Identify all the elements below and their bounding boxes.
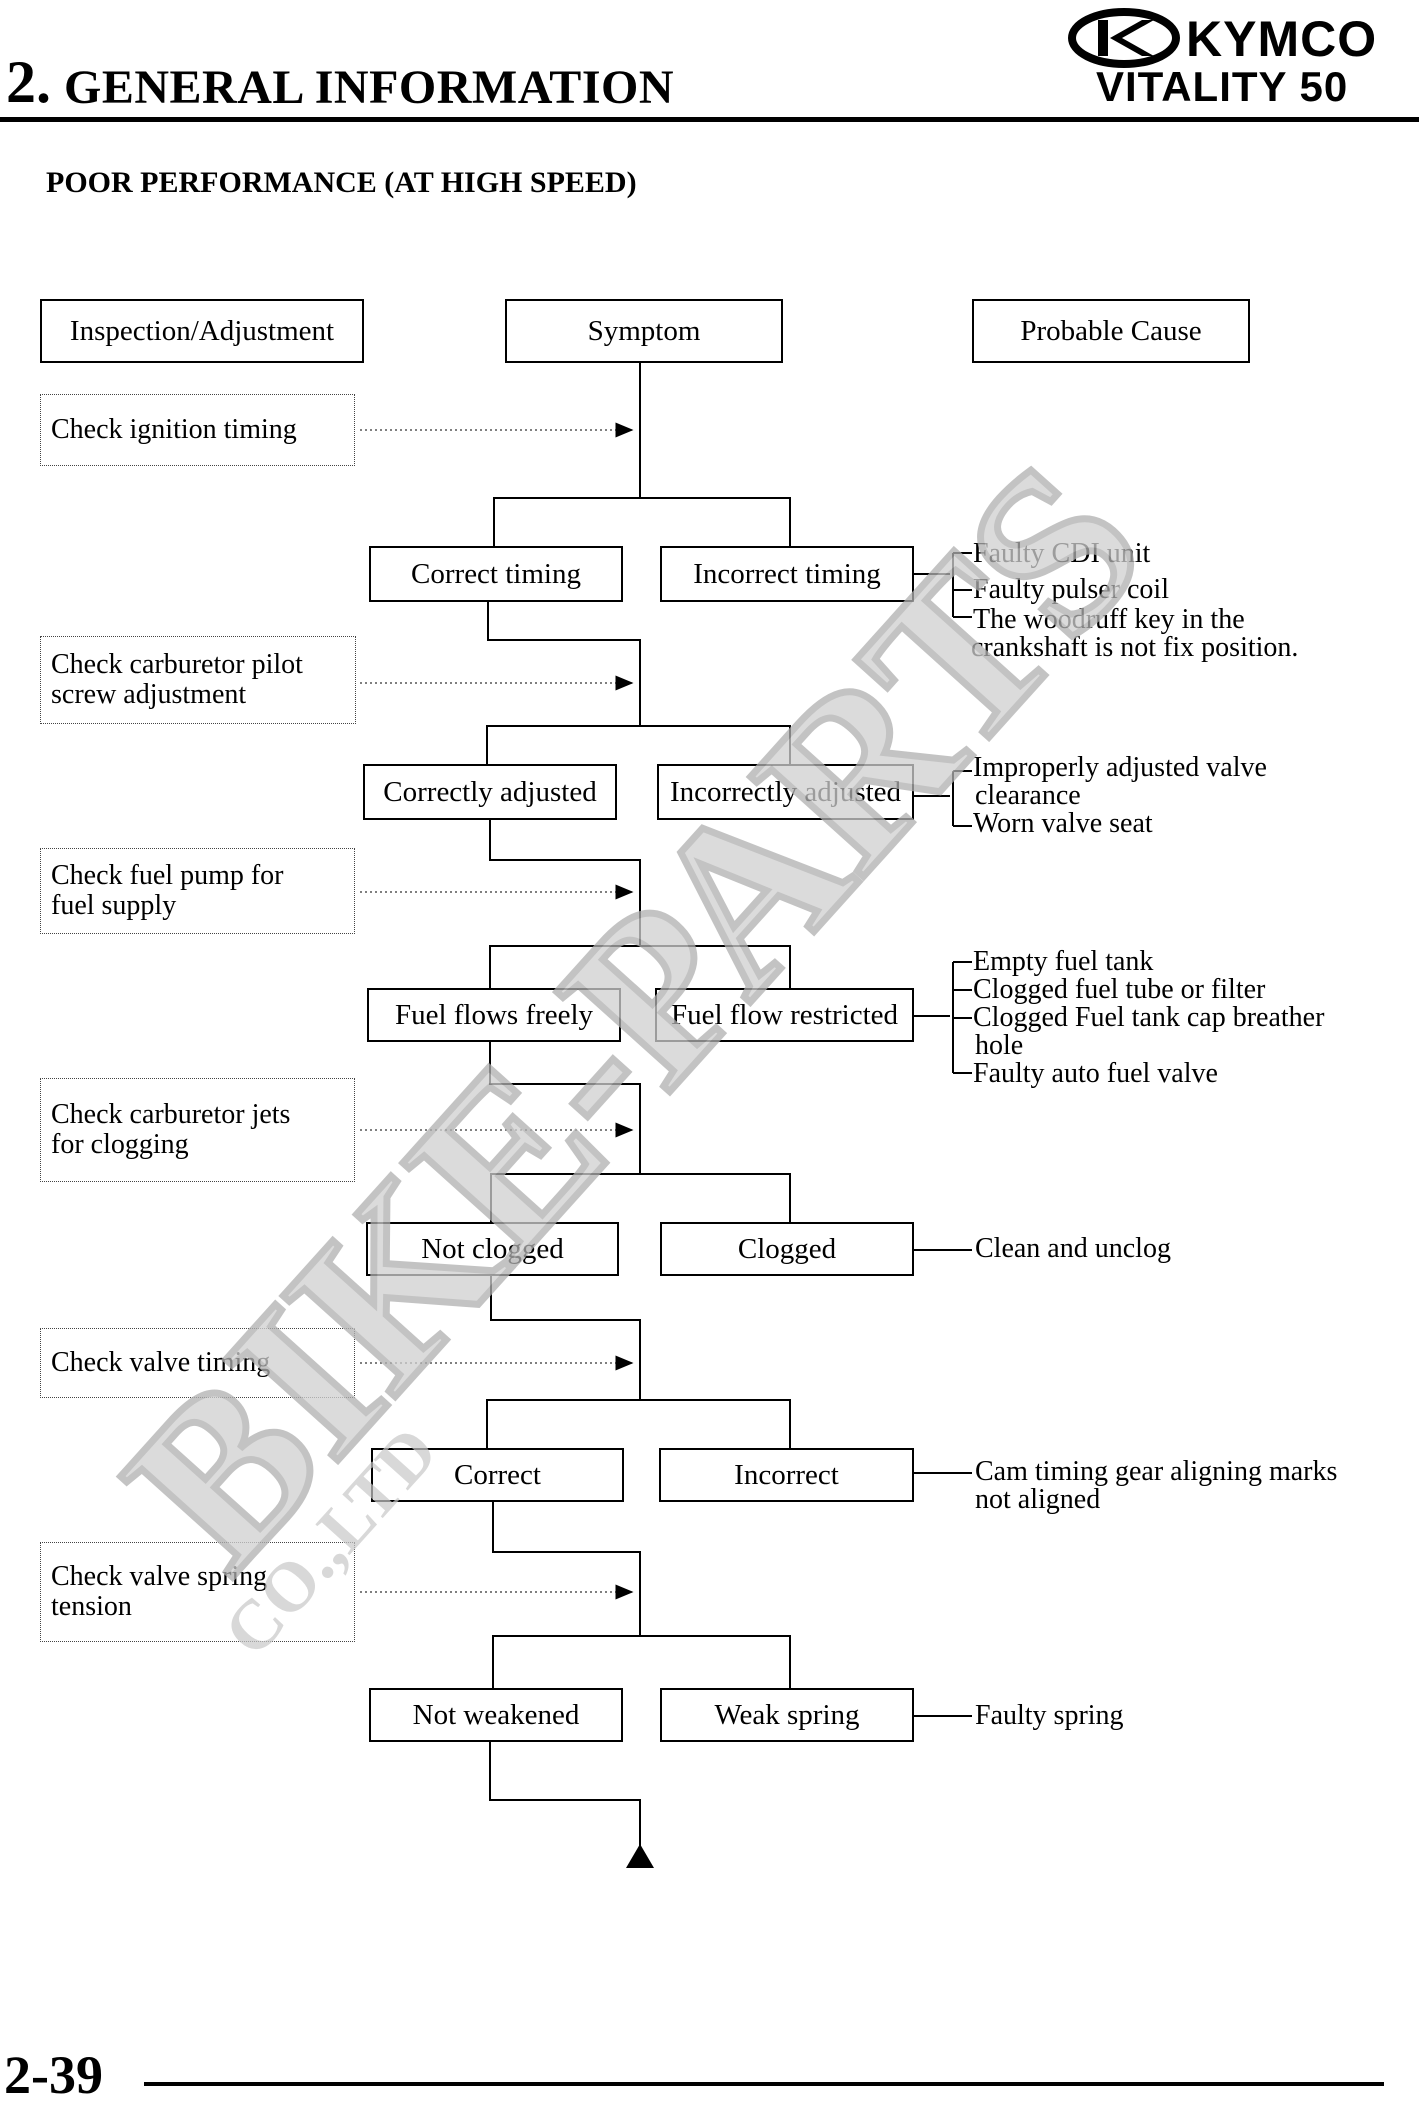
cause-item: Cam timing gear aligning marks [975, 1456, 1338, 1487]
page-number: 2-39 [4, 2045, 103, 2105]
model-name: VITALITY 50 [1096, 63, 1349, 110]
cause-item: crankshaft is not fix position. [971, 632, 1299, 663]
symptom-incorrect-timing: Incorrect timing [660, 546, 914, 602]
flow-lines [486, 362, 972, 1850]
symptom-correct-timing: Correct timing [369, 546, 623, 602]
section-title: POOR PERFORMANCE (AT HIGH SPEED) [46, 166, 637, 199]
cause-item: clearance [975, 780, 1081, 811]
cause-item: Worn valve seat [973, 808, 1153, 839]
column-header-cause: Probable Cause [972, 299, 1250, 363]
chapter-number: 2. [6, 49, 51, 115]
symptom-fuel-flows-freely: Fuel flows freely [367, 988, 621, 1042]
check-ignition-timing: Check ignition timing [40, 394, 355, 466]
cause-item: Faulty auto fuel valve [973, 1058, 1218, 1089]
symptom-incorrect: Incorrect [659, 1448, 914, 1502]
symptom-correctly-adjusted: Correctly adjusted [363, 764, 617, 820]
symptom-incorrectly-adjusted: Incorrectly adjusted [657, 764, 914, 820]
check-carburetor-pilot-screw: Check carburetor pilot screw adjustment [40, 636, 356, 724]
cause-item: The woodruff key in the [973, 604, 1245, 635]
check-valve-timing: Check valve timing [40, 1328, 355, 1398]
symptom-clogged: Clogged [660, 1222, 914, 1276]
cause-item: Clogged fuel tube or filter [973, 974, 1266, 1005]
brand-logo: KYMCO VITALITY 50 [1068, 8, 1413, 108]
check-arrows [360, 422, 634, 1600]
cause-item: Clogged Fuel tank cap breather [973, 1002, 1325, 1033]
continue-triangle-icon [626, 1844, 654, 1868]
symptom-not-clogged: Not clogged [366, 1222, 619, 1276]
check-fuel-pump: Check fuel pump for fuel supply [40, 848, 355, 934]
check-carburetor-jets: Check carburetor jets for clogging [40, 1078, 355, 1182]
cause-item: Faulty spring [975, 1700, 1124, 1731]
cause-item: Empty fuel tank [973, 946, 1154, 977]
brand-name: KYMCO [1186, 11, 1378, 67]
cause-item: Improperly adjusted valve [973, 752, 1267, 783]
symptom-fuel-flow-restricted: Fuel flow restricted [655, 988, 914, 1042]
cause-item: Faulty CDI unit [973, 538, 1151, 569]
header-rule [0, 117, 1419, 122]
column-header-inspection: Inspection/Adjustment [40, 299, 364, 363]
symptom-not-weakened: Not weakened [369, 1688, 623, 1742]
cause-item: Faulty pulser coil [973, 574, 1169, 605]
cause-item: Clean and unclog [975, 1233, 1171, 1264]
column-header-symptom: Symptom [505, 299, 783, 363]
symptom-weak-spring: Weak spring [660, 1688, 914, 1742]
kymco-emblem-icon [1068, 8, 1180, 68]
cause-item: not aligned [975, 1484, 1101, 1515]
check-valve-spring-tension: Check valve spring tension [40, 1542, 355, 1642]
cause-item: hole [975, 1030, 1024, 1061]
footer-rule [144, 2082, 1384, 2086]
chapter-title: GENERAL INFORMATION [64, 61, 674, 114]
symptom-correct: Correct [371, 1448, 624, 1502]
